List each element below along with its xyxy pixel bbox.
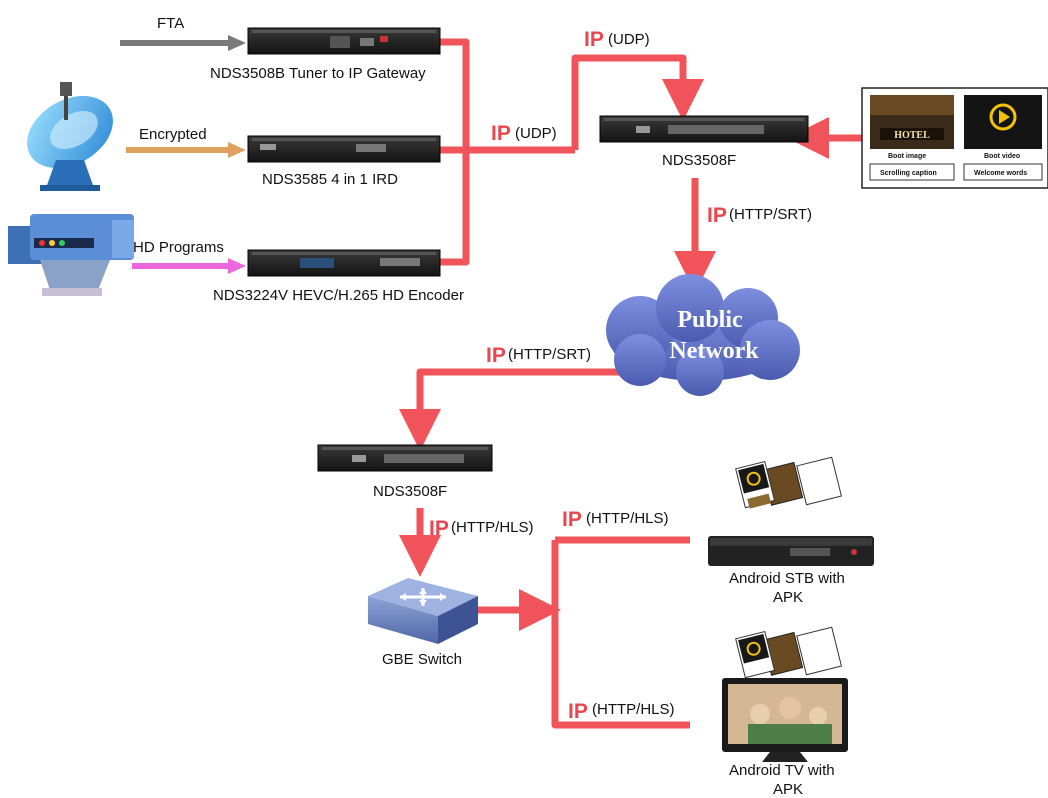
svg-text:(HTTP/HLS): (HTTP/HLS) — [592, 701, 675, 718]
svg-text:IP: IP — [491, 122, 511, 145]
cloud-label-line2: Network — [669, 338, 759, 364]
fta-label: FTA — [157, 15, 184, 32]
encoder-label: NDS3224V HEVC/H.265 HD Encoder — [213, 287, 464, 304]
encrypted-arrowhead — [228, 142, 246, 158]
udp-to-server-line — [571, 54, 704, 150]
input-arrows — [120, 35, 246, 274]
hotel-sign-text: HOTEL — [894, 130, 930, 141]
encoder-device — [247, 249, 441, 277]
ip-udp-mid-label: IP (UDP) — [491, 122, 557, 145]
server-bottom-device — [317, 444, 493, 472]
fta-arrowhead — [228, 35, 246, 51]
broadcast-camera-icon — [8, 214, 134, 296]
svg-text:IP: IP — [707, 204, 727, 227]
scrolling-caption-label: Scrolling caption — [880, 170, 937, 177]
play-icon — [989, 103, 1017, 131]
svg-text:IP: IP — [584, 28, 604, 51]
cloud-label-line1: Public — [677, 307, 743, 333]
svg-text:IP: IP — [429, 517, 449, 540]
svg-text:IP: IP — [562, 508, 582, 531]
tuner-gateway-device — [247, 27, 441, 55]
public-network-cloud: Public Network — [606, 274, 800, 396]
hd-arrowhead — [228, 258, 246, 274]
ip-udp-top-label: IP (UDP) — [584, 28, 650, 51]
ird-device — [247, 135, 441, 163]
tv-label-line2: APK — [773, 781, 803, 798]
branch-to-tv-line — [551, 540, 690, 729]
boot-image-label: Boot image — [888, 153, 926, 160]
hd-programs-label: HD Programs — [133, 239, 224, 256]
svg-text:IP: IP — [486, 344, 506, 367]
server-bottom-label: NDS3508F — [373, 483, 447, 500]
boot-video-label: Boot video — [984, 153, 1020, 160]
switch-label: GBE Switch — [382, 651, 462, 668]
tuner-gateway-label: NDS3508B Tuner to IP Gateway — [210, 65, 426, 82]
svg-text:(HTTP/SRT): (HTTP/SRT) — [508, 346, 591, 363]
satellite-dish-icon — [27, 82, 113, 191]
stb-label-line1: Android STB with — [729, 570, 845, 587]
set-top-box-icon — [708, 456, 874, 566]
cloud-to-server-line — [399, 368, 650, 451]
encrypted-label: Encrypted — [139, 126, 207, 143]
svg-text:(HTTP/HLS): (HTTP/HLS) — [586, 510, 669, 527]
server-top-device — [599, 115, 809, 143]
ip-http-hls-tv-label: IP (HTTP/HLS) — [568, 700, 675, 723]
ird-label: NDS3585 4 in 1 IRD — [262, 171, 398, 188]
ip-http-hls-stb-label: IP (HTTP/HLS) — [562, 508, 669, 531]
svg-text:IP: IP — [568, 700, 588, 723]
television-icon — [722, 626, 848, 762]
ip-links — [399, 38, 862, 729]
server-top-label: NDS3508F — [662, 152, 736, 169]
ip-http-hls-down-label: IP (HTTP/HLS) — [429, 517, 534, 540]
svg-text:(HTTP/SRT): (HTTP/SRT) — [729, 206, 812, 223]
stb-label-line2: APK — [773, 589, 803, 606]
network-switch-icon — [368, 578, 478, 644]
svg-text:(UDP): (UDP) — [515, 125, 557, 142]
ip-http-srt-left-label: IP (HTTP/SRT) — [486, 344, 591, 367]
svg-text:(HTTP/HLS): (HTTP/HLS) — [451, 519, 534, 536]
ip-http-srt-down-label: IP (HTTP/SRT) — [707, 204, 812, 227]
content-thumbnails: HOTEL Boot image Boot video Scrolling ca… — [861, 87, 1048, 189]
welcome-words-label: Welcome words — [974, 170, 1027, 177]
svg-text:(UDP): (UDP) — [608, 31, 650, 48]
tv-label-line1: Android TV with — [729, 762, 835, 779]
